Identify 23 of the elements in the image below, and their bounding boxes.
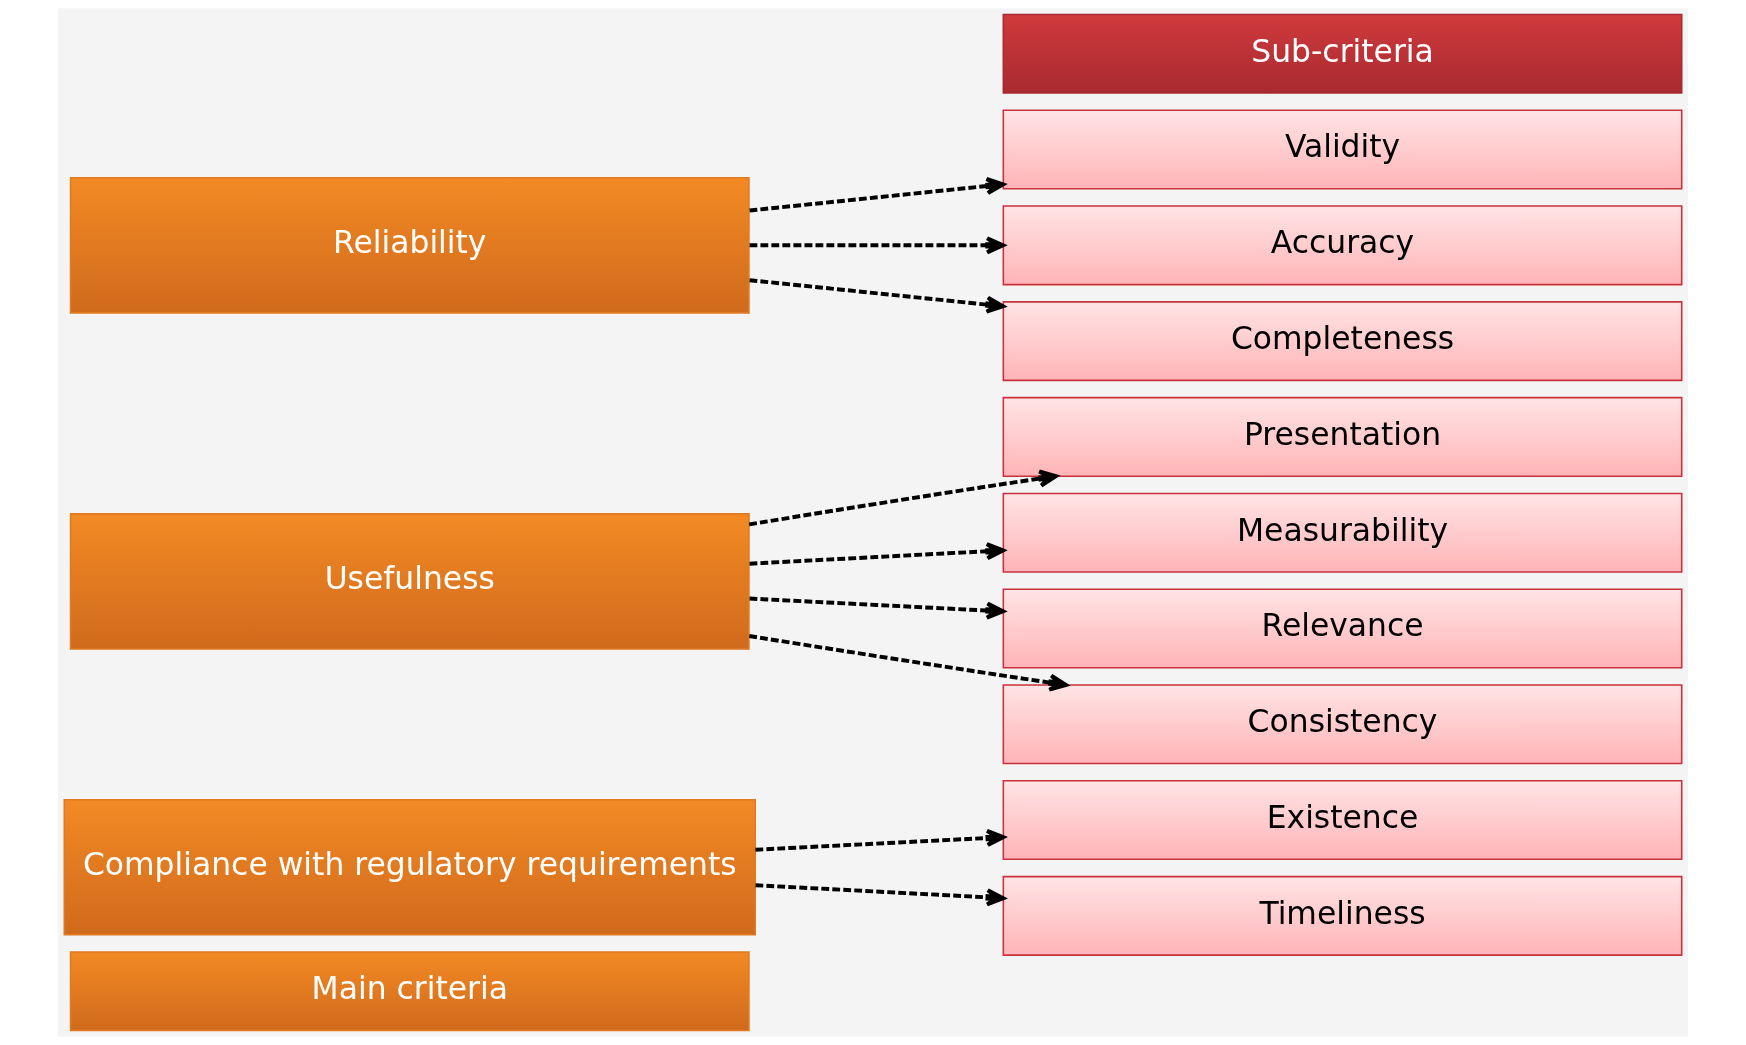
node-box: Accuracy (1002, 205, 1683, 286)
node-box: Sub-criteria (1002, 13, 1683, 94)
arrow (748, 469, 1058, 527)
node-box: Consistency (1002, 684, 1683, 765)
node-box: Presentation (1002, 396, 1683, 477)
arrow (749, 596, 1005, 620)
arrow (755, 883, 1006, 907)
arrow (749, 177, 1005, 213)
arrow (749, 278, 1005, 314)
arrow (749, 634, 1068, 692)
node-box: Reliability (69, 177, 750, 314)
arrow (749, 542, 1005, 566)
node-box: Validity (1002, 109, 1683, 190)
arrow (749, 236, 1005, 255)
node-box: Existence (1002, 780, 1683, 861)
node-box: Timeliness (1002, 875, 1683, 956)
node-box: Completeness (1002, 301, 1683, 382)
node-box: Main criteria (69, 951, 750, 1032)
node-box: Compliance with regulatory requirements (63, 798, 756, 936)
node-box: Usefulness (69, 513, 750, 650)
node-box: Measurability (1002, 492, 1683, 573)
node-box: Relevance (1002, 588, 1683, 669)
arrow (755, 828, 1006, 852)
